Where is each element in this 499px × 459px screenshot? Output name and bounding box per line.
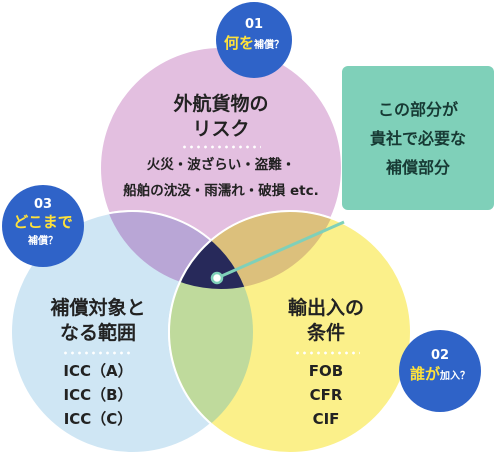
callout-box: この部分が 貴社で必要な 補償部分 [342,66,494,210]
badge-03-emph: どこまで [13,213,73,231]
left-title-line: なる範囲 [59,322,136,344]
left-title-line: 補償対象と [50,297,146,319]
left-body-line: ICC（B） [63,386,133,404]
top-divider [181,145,261,149]
right-title-line: 条件 [306,322,345,344]
top-circle-title: 外航貨物の リスク [121,92,321,142]
badge-03-suffix: 補償？ [28,236,58,247]
top-circle-body: 火災・波ざらい・盗難・ 船舶の沈没・雨濡れ・破損 etc. [101,152,341,204]
left-body-line: ICC（A） [63,362,133,380]
badge-03-number: 03 [33,197,53,212]
badge-02: 02 誰が加入？ [399,330,481,412]
right-divider [294,351,360,355]
right-circle-title: 輸出入の 条件 [266,296,386,346]
right-title-line: 輸出入の [287,297,364,319]
badge-02-number: 02 [430,348,450,363]
top-body-line: 火災・波ざらい・盗難・ [146,157,296,173]
badge-02-emph: 誰が [409,365,440,383]
left-circle-body: ICC（A） ICC（B） ICC（C） [48,359,148,431]
left-body-line: ICC（C） [63,410,133,428]
top-title-line: 外航貨物の [173,93,269,115]
right-circle-body: FOB CFR CIF [286,359,366,431]
badge-01-emph: 何を [223,34,254,52]
badge-01-suffix: 補償？ [254,40,284,51]
left-circle-title: 補償対象と なる範囲 [28,296,168,346]
callout-pointer-dot [210,271,224,285]
badge-01: 01 何を補償？ [216,2,292,78]
callout-line: この部分が [377,99,458,119]
badge-02-suffix: 加入？ [440,371,470,382]
right-body-line: CIF [312,410,340,428]
right-body-line: FOB [308,362,344,380]
right-body-line: CFR [309,386,343,404]
top-body-line: 船舶の沈没・雨濡れ・破損 etc. [123,183,319,199]
badge-03: 03 どこまで 補償？ [2,185,84,267]
callout-line: 補償部分 [385,157,450,177]
callout-line: 貴社で必要な [369,128,466,148]
left-divider [62,351,134,355]
top-title-line: リスク [192,118,250,140]
callout-pointer-line [216,220,345,280]
badge-01-number: 01 [244,17,264,32]
